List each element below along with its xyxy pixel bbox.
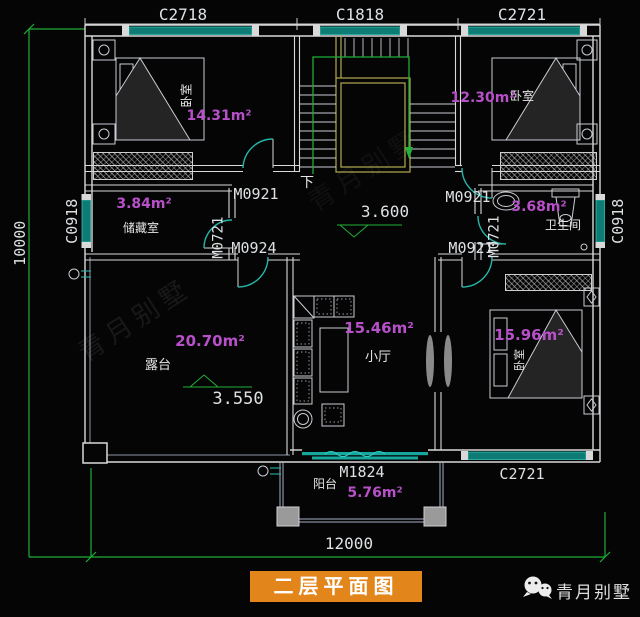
window-label-top-left: C2718 — [158, 5, 208, 24]
hall-sliding-door-leaves — [426, 335, 452, 387]
room-area-bathroom: 3.68m² — [511, 199, 567, 215]
wardrobe-bottom-right — [505, 274, 592, 291]
door-arcs — [203, 138, 507, 288]
bed-top-right — [491, 39, 598, 145]
room-area-bedroom-tl: 14.31m² — [186, 108, 252, 124]
bed-bottom-right — [489, 287, 600, 415]
level-markers — [183, 224, 402, 388]
room-area-bedroom-tr: 12.30m² — [450, 90, 516, 106]
wardrobe-top-right — [500, 152, 597, 180]
door-label-bedroom-br: M0921 — [448, 239, 494, 257]
terrace-column — [82, 442, 108, 464]
room-name-bedroom-br: 卧室 — [512, 349, 526, 372]
dimension-height: 10000 — [10, 220, 29, 266]
balcony-columns — [276, 506, 447, 527]
room-name-hall: 小厅 — [364, 350, 391, 365]
stair-down-label: 下 — [300, 175, 314, 191]
terrace-parapet — [85, 257, 290, 456]
bathroom-fixtures — [492, 188, 588, 251]
room-area-balcony: 5.76m² — [347, 485, 403, 501]
window-label-top-mid: C1818 — [335, 5, 385, 24]
room-area-storage: 3.84m² — [116, 196, 172, 212]
level-label-terrace: 3.550 — [212, 389, 264, 409]
balcony-sliding-door — [302, 451, 428, 460]
kitchen-counter — [293, 295, 355, 429]
window-label-left: C0918 — [62, 198, 81, 244]
door-label-bedroom-tr: M0921 — [445, 188, 491, 206]
room-name-bathroom: 卫生间 — [544, 218, 581, 232]
window-piers — [81, 25, 605, 460]
wechat-icon — [523, 576, 552, 599]
door-label-bathroom: M0721 — [486, 215, 503, 258]
room-name-bedroom-tr: 卧室 — [509, 89, 534, 103]
bed-top-left — [92, 39, 205, 145]
room-area-terrace: 20.70m² — [175, 332, 245, 350]
door-label-terrace: M0924 — [231, 239, 277, 257]
door-leaves — [204, 139, 506, 287]
stair-direction-arrow — [312, 56, 413, 174]
brand-name: 青月别墅 — [556, 583, 632, 603]
room-area-bedroom-br: 15.96m² — [494, 326, 564, 344]
door-label-storage: M0721 — [210, 216, 227, 259]
window-label-top-right: C2721 — [497, 5, 547, 24]
dimension-lines-green — [23, 23, 611, 563]
wardrobe-top-left — [93, 152, 193, 180]
plan-title: 二层平面图 — [250, 571, 422, 602]
room-name-balcony: 阳台 — [312, 477, 337, 491]
dimension-width: 12000 — [324, 534, 374, 553]
staircase-treads — [300, 38, 455, 168]
door-label-balcony: M1824 — [339, 463, 385, 481]
room-name-storage: 储藏室 — [122, 221, 159, 235]
window-label-bottom: C2721 — [499, 465, 545, 483]
window-label-right: C0918 — [608, 198, 627, 244]
door-label-bedroom-tl: M0921 — [233, 185, 279, 203]
room-area-hall: 15.46m² — [344, 319, 414, 337]
axis-bubbles — [68, 268, 281, 477]
level-label-hall: 3.600 — [360, 202, 410, 221]
room-name-terrace: 露台 — [144, 358, 171, 373]
